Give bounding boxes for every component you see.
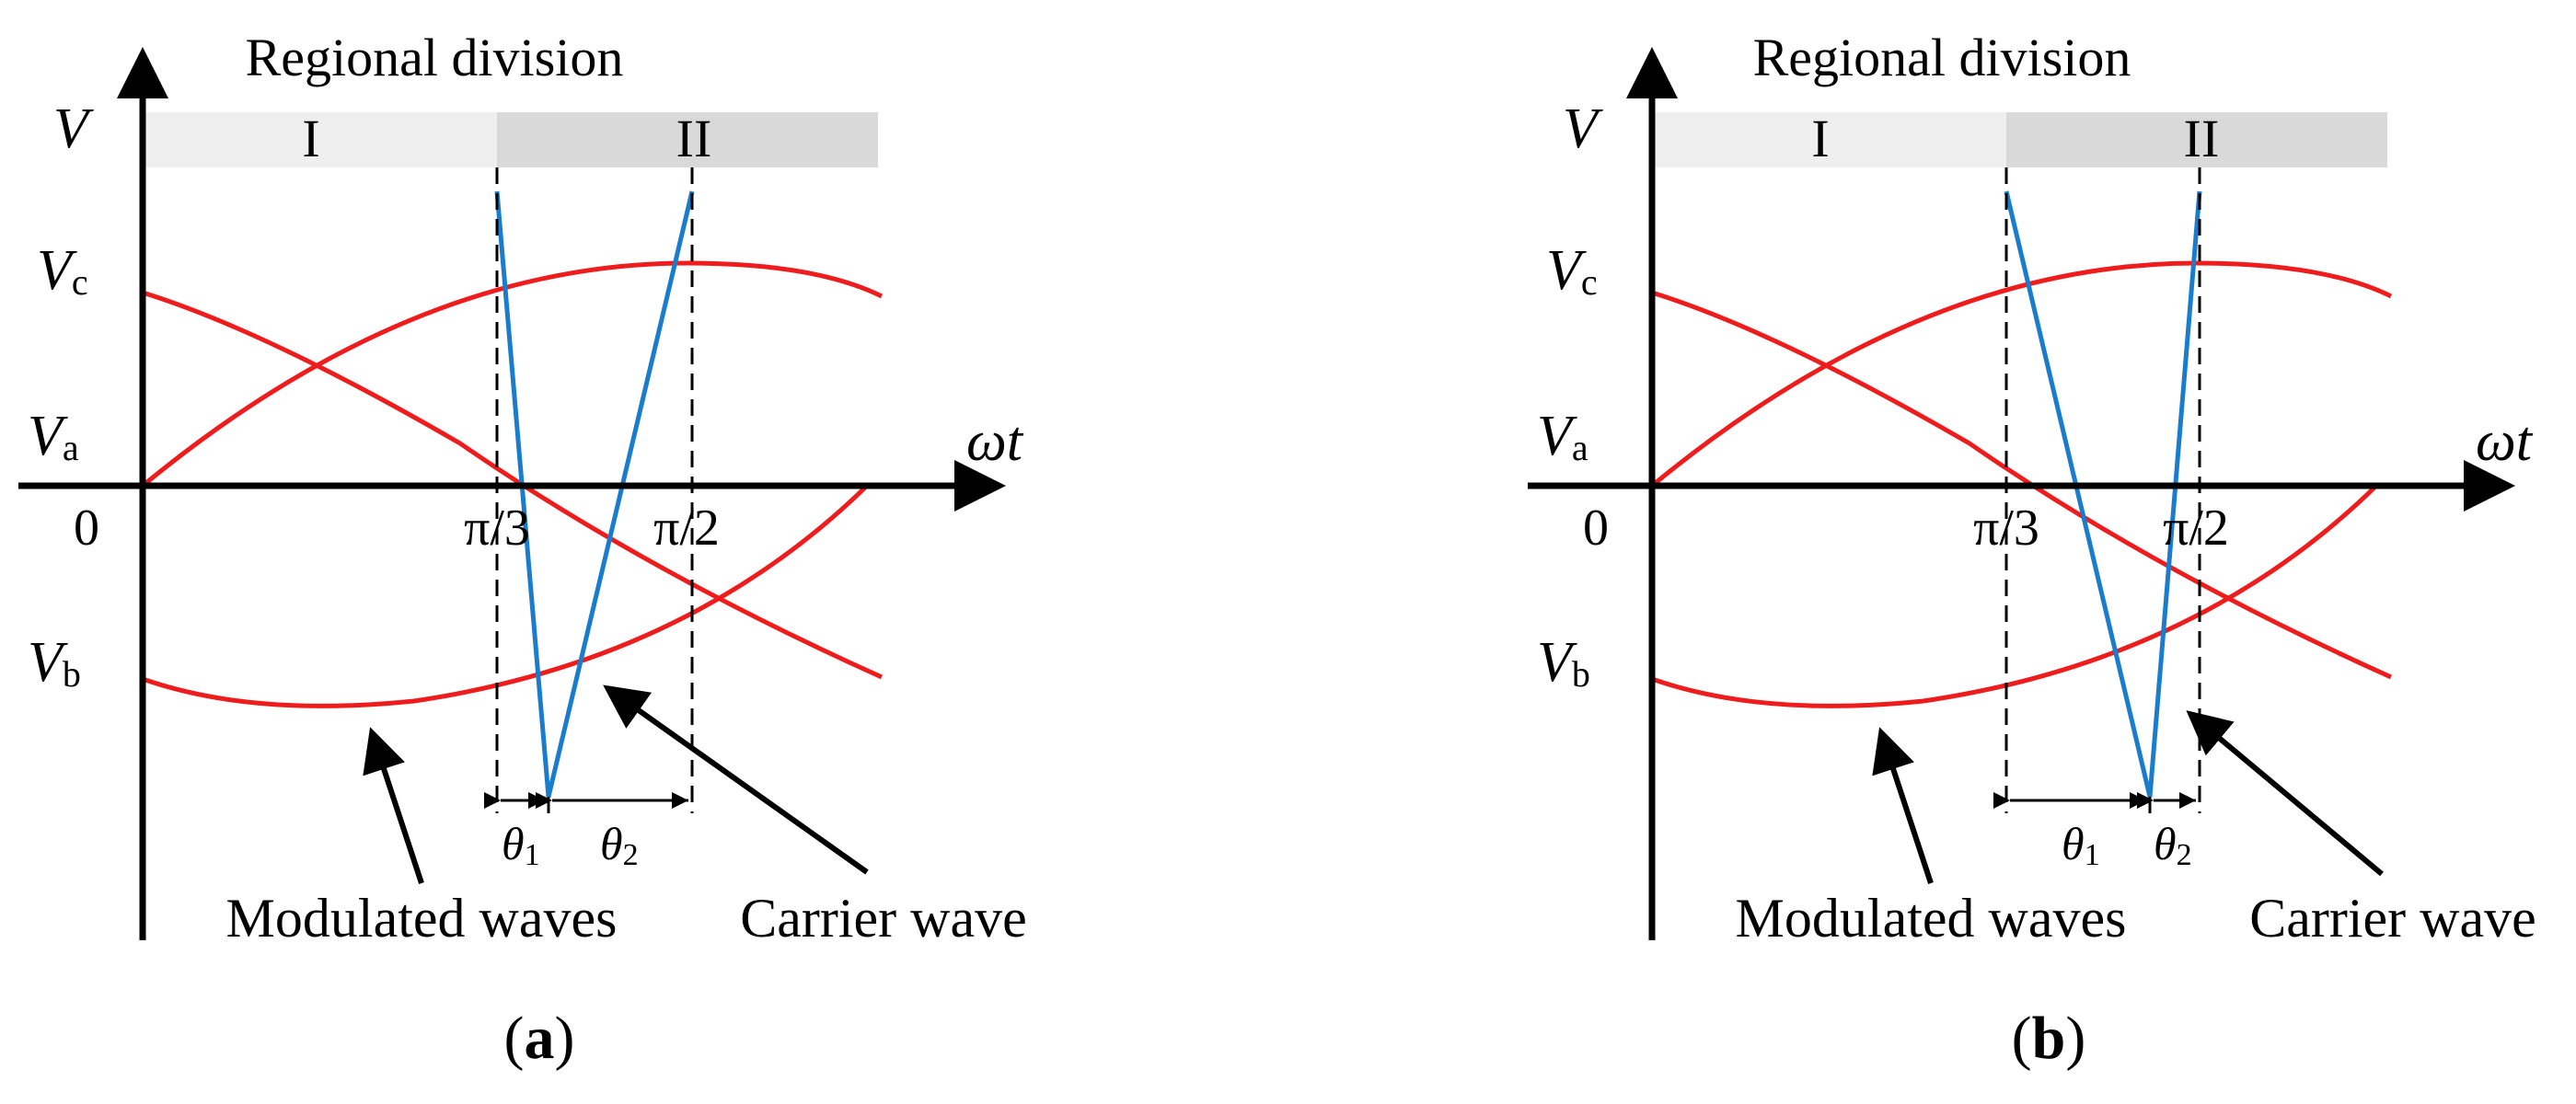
x-axis-label: ωt [966, 410, 1024, 473]
modulated-wave-va [141, 260, 884, 488]
carrier-pointer-arrow [2186, 710, 2384, 877]
level-label-va: Va [1537, 405, 1588, 468]
theta2-label: θ2 [2154, 818, 2192, 872]
modulated-wave-va [1650, 260, 2393, 488]
tick-0: 0 [74, 500, 99, 557]
region-label-1: I [302, 109, 319, 168]
level-label-vb: Vb [28, 631, 81, 695]
modulated-pointer-arrow [1872, 727, 1934, 884]
modulated-wave-vc [142, 290, 884, 680]
panel-b: Regional division I II V ωt Vc Va Vb 0 π… [1528, 28, 2536, 1072]
region-bar-2 [2006, 112, 2387, 167]
caption-a: (a) [504, 1005, 575, 1072]
level-label-va: Va [28, 405, 79, 468]
level-label-vc: Vc [37, 239, 88, 303]
y-axis-label: V [1563, 98, 1603, 160]
region-label-1: I [1811, 109, 1829, 168]
region-title: Regional division [1753, 28, 2131, 87]
modulated-pointer-arrow [363, 727, 424, 884]
theta2-label: θ2 [600, 818, 639, 872]
level-label-vc: Vc [1546, 239, 1598, 303]
theta1-label: θ1 [502, 818, 540, 872]
carrier-wave-label: Carrier wave [740, 888, 1026, 949]
region-label-2: II [2184, 109, 2220, 168]
caption-b: (b) [2012, 1005, 2086, 1072]
level-label-vb: Vb [1537, 631, 1590, 695]
tick-0: 0 [1583, 500, 1609, 557]
tick-pi-3: π/3 [1973, 500, 2039, 557]
modulated-waves-label: Modulated waves [226, 888, 618, 949]
region-label-2: II [676, 109, 712, 168]
carrier-wave-label: Carrier wave [2249, 888, 2536, 949]
tick-pi-2: π/2 [653, 500, 720, 557]
modulated-wave-vb [1651, 484, 2378, 708]
modulated-wave-vb [142, 484, 869, 708]
tick-pi-3: π/3 [464, 500, 530, 557]
region-bar-1 [145, 112, 497, 167]
x-axis-label: ωt [2476, 410, 2534, 473]
region-title: Regional division [246, 28, 624, 87]
tick-pi-2: π/2 [2163, 500, 2229, 557]
y-axis-label: V [53, 98, 94, 160]
theta1-label: θ1 [2062, 818, 2100, 872]
region-bar-1 [1655, 112, 2006, 167]
region-bar-2 [497, 112, 878, 167]
carrier-pointer-arrow [603, 684, 869, 875]
modulated-waves-label: Modulated waves [1736, 888, 2127, 949]
modulated-wave-vc [1651, 290, 2393, 680]
panel-a: Regional division I II V ωt Vc Va Vb 0 π… [18, 28, 1027, 1072]
